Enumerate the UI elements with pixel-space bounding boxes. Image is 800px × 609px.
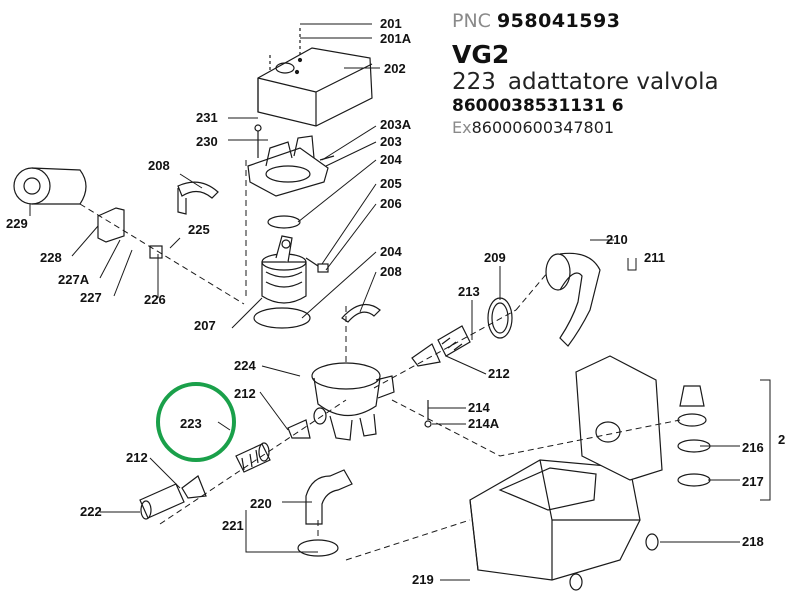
label-204-top: 204 bbox=[380, 152, 402, 167]
label-205: 205 bbox=[380, 176, 402, 191]
part-title: 223 adattatore valvola bbox=[452, 69, 719, 95]
label-209: 209 bbox=[484, 250, 506, 265]
part-230-bracket bbox=[247, 135, 329, 197]
assembly-lines bbox=[79, 160, 681, 561]
part-218-b bbox=[569, 573, 583, 591]
part-216-ring bbox=[677, 413, 707, 427]
label-219: 219 bbox=[412, 572, 434, 587]
screw-231-head bbox=[254, 124, 262, 132]
ex-line: Ex86000600347801 bbox=[452, 118, 614, 137]
label-210: 210 bbox=[606, 232, 628, 247]
part-228-bracket bbox=[97, 207, 125, 243]
part-219-tank bbox=[469, 459, 641, 581]
part-222-end bbox=[140, 500, 152, 520]
label-227A: 227A bbox=[58, 272, 90, 287]
part-212-cone-c bbox=[181, 475, 207, 499]
label-212-left: 212 bbox=[126, 450, 148, 465]
label-225: 225 bbox=[188, 222, 210, 237]
label-213: 213 bbox=[458, 284, 480, 299]
label-214: 214 bbox=[468, 400, 490, 415]
label-214A: 214A bbox=[468, 416, 500, 431]
label-229: 229 bbox=[6, 216, 28, 231]
part-212-cone-a bbox=[287, 419, 311, 439]
part-209-ring-inner bbox=[491, 302, 509, 334]
label-212-mid: 212 bbox=[234, 386, 256, 401]
label-227: 227 bbox=[80, 290, 102, 305]
highlight-circle-223 bbox=[156, 382, 236, 462]
model-name: VG2 bbox=[452, 40, 510, 69]
part-211-hose bbox=[545, 252, 601, 347]
part-216-valve bbox=[679, 385, 705, 407]
label-203: 203 bbox=[380, 134, 402, 149]
label-203A: 203A bbox=[380, 117, 412, 132]
part-208-clip-side bbox=[177, 188, 187, 215]
pnc-label: PNC bbox=[452, 10, 491, 32]
ex-code: 86000600347801 bbox=[471, 118, 615, 137]
part-218 bbox=[645, 533, 659, 551]
label-211: 211 bbox=[644, 250, 665, 265]
part-212-cone-b bbox=[411, 343, 441, 367]
part-229-motor bbox=[13, 167, 87, 205]
label-202: 202 bbox=[384, 61, 406, 76]
part-code: 8600038531131 6 bbox=[452, 96, 624, 116]
label-212-right: 212 bbox=[488, 366, 510, 381]
label-217: 217 bbox=[742, 474, 764, 489]
label-220: 220 bbox=[250, 496, 272, 511]
ex-label: Ex bbox=[452, 118, 472, 137]
label-228: 228 bbox=[40, 250, 62, 265]
label-218: 218 bbox=[742, 534, 764, 549]
part-214A-washer bbox=[424, 420, 432, 428]
part-206 bbox=[317, 263, 329, 273]
label-204-lower: 204 bbox=[380, 244, 402, 259]
leader-lines bbox=[29, 23, 771, 581]
label-208-lower: 208 bbox=[380, 264, 402, 279]
label-201: 201 bbox=[380, 16, 402, 31]
label-221: 221 bbox=[222, 518, 244, 533]
part-224-manifold bbox=[311, 362, 395, 441]
label-208-upper: 208 bbox=[148, 158, 170, 173]
part-221-seal bbox=[297, 539, 339, 557]
label-230: 230 bbox=[196, 134, 218, 149]
label-2: 2 bbox=[778, 432, 785, 447]
label-224: 224 bbox=[234, 358, 256, 373]
part-208-lower bbox=[341, 303, 381, 323]
label-201A: 201A bbox=[380, 31, 412, 46]
pnc-number: 958041593 bbox=[496, 10, 621, 32]
label-207: 207 bbox=[194, 318, 216, 333]
label-226: 226 bbox=[144, 292, 166, 307]
label-222: 222 bbox=[80, 504, 102, 519]
part-207-pump bbox=[253, 235, 311, 329]
part-220-elbow bbox=[305, 469, 353, 525]
label-216: 216 bbox=[742, 440, 764, 455]
label-223: 223 bbox=[180, 416, 202, 431]
part-202-lid bbox=[257, 47, 373, 127]
screw-201 bbox=[269, 28, 301, 70]
part-213 bbox=[437, 325, 471, 357]
part-204-oring bbox=[267, 215, 301, 229]
part-223-valve-adapter bbox=[235, 442, 271, 473]
part-217-ring bbox=[677, 473, 711, 487]
label-206: 206 bbox=[380, 196, 402, 211]
part-name: adattatore valvola bbox=[507, 69, 719, 95]
label-231: 231 bbox=[196, 110, 218, 125]
part-2-tank-upper bbox=[575, 355, 663, 481]
part-number: 223 bbox=[452, 69, 496, 95]
part-208-clip bbox=[177, 181, 219, 199]
